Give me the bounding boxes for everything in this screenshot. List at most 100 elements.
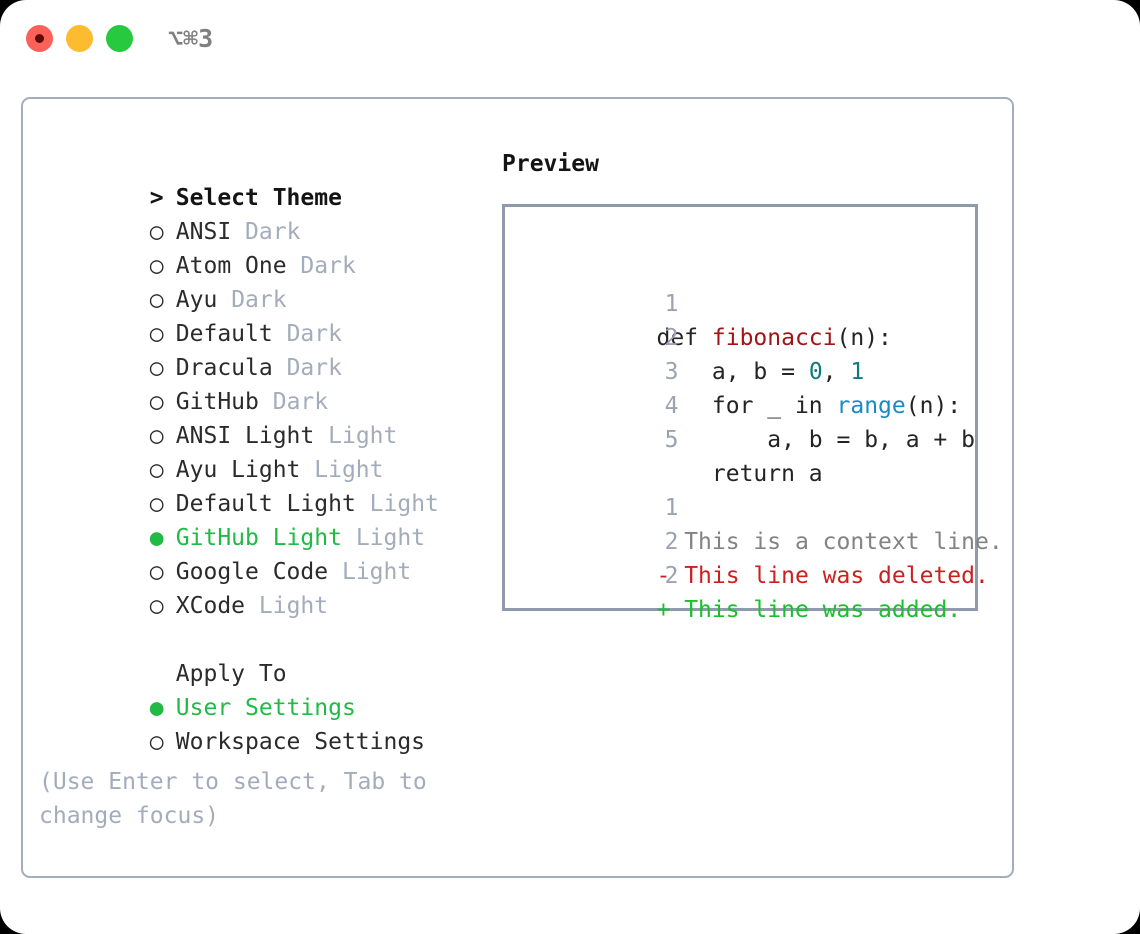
code-line: 2 a, b = 0, 1 (518, 287, 969, 385)
theme-label: Default Light (175, 491, 356, 517)
cursor-caret-icon: > (149, 185, 164, 211)
radio-unselected-icon[interactable]: ○ (149, 423, 164, 449)
theme-selector-list: >Select Theme ○ANSI Dark ○Atom One Dark … (39, 147, 489, 755)
theme-label: GitHub (175, 389, 259, 415)
preview-section: Preview (502, 147, 1002, 181)
line-number: 5 (664, 427, 679, 453)
diff-text: This line was added. (670, 597, 962, 623)
diff-marker: + (656, 597, 671, 623)
line-number: 1 (664, 495, 679, 521)
code-token: fibonacci (711, 325, 837, 351)
diff-line-deleted: 2 - This line was deleted. (518, 491, 988, 589)
line-number: 2 (664, 529, 679, 555)
code-token: range (836, 393, 906, 419)
maximize-window-button[interactable] (106, 25, 133, 52)
radio-unselected-icon[interactable]: ○ (149, 559, 164, 585)
theme-tag: Light (341, 559, 412, 585)
diff-text: This line was deleted. (670, 563, 989, 589)
radio-unselected-icon[interactable]: ○ (149, 389, 164, 415)
code-line: 4 a, b = b, a + b (518, 355, 975, 453)
theme-option-github-light[interactable]: ● GitHub Light Light (39, 487, 489, 551)
radio-unselected-icon[interactable]: ○ (149, 457, 164, 483)
theme-tag: Light (328, 423, 398, 449)
apply-to-option-workspace-settings[interactable]: ○ Workspace Settings (39, 691, 489, 755)
theme-label: XCode (175, 593, 246, 619)
theme-tag: Dark (231, 287, 287, 313)
theme-tag: Light (355, 525, 426, 551)
theme-tag: Dark (286, 355, 342, 381)
theme-option-default-light[interactable]: ○ Default Light Light (39, 453, 489, 517)
code-line: 1 def fibonacci(n): (518, 253, 969, 351)
minimize-window-button[interactable] (66, 25, 93, 52)
theme-label: Google Code (175, 559, 329, 585)
title-bar: ⌥⌘3 (0, 0, 1140, 78)
apply-to-label: User Settings (175, 695, 356, 721)
radio-unselected-icon[interactable]: ○ (149, 491, 164, 517)
theme-option-ansi-light[interactable]: ○ ANSI Light Light (39, 385, 489, 449)
theme-label: Default (175, 321, 273, 347)
radio-unselected-icon[interactable]: ○ (149, 729, 164, 755)
diff-text: This is a context line. (670, 529, 1003, 555)
radio-selected-icon[interactable]: ● (149, 695, 164, 721)
theme-label: ANSI (175, 219, 232, 245)
preview-header: Preview (502, 151, 599, 177)
theme-option-ayu-light[interactable]: ○ Ayu Light Light (39, 419, 489, 483)
radio-unselected-icon[interactable]: ○ (149, 287, 164, 313)
code-token: a, b = b, a + b (656, 427, 975, 453)
theme-tag: Light (258, 593, 329, 619)
radio-unselected-icon[interactable]: ○ (149, 593, 164, 619)
keyboard-hint-text: (Use Enter to select, Tab to change focu… (39, 769, 441, 829)
recording-indicator-dot (35, 34, 44, 43)
apply-to-label: Workspace Settings (175, 729, 426, 755)
code-token: a, b = (656, 359, 809, 385)
code-token: (n): (905, 393, 962, 419)
line-number: 3 (664, 359, 679, 385)
radio-selected-icon[interactable]: ● (149, 525, 164, 551)
code-preview-box: 1 def fibonacci(n): 2 a, b = 0, 1 3 for … (502, 204, 1003, 623)
theme-option-ayu-dark[interactable]: ○ Ayu Dark (39, 249, 489, 313)
theme-label: Dracula (175, 355, 273, 381)
radio-unselected-icon[interactable]: ○ (149, 355, 164, 381)
select-theme-title: Select Theme (175, 185, 342, 211)
theme-label: Atom One (175, 253, 287, 279)
apply-to-option-user-settings[interactable]: ● User Settings (39, 657, 489, 721)
radio-unselected-icon[interactable]: ○ (149, 253, 164, 279)
code-line: 3 for _ in range(n): (518, 321, 969, 419)
theme-option-dracula-dark[interactable]: ○ Dracula Dark (39, 317, 489, 381)
theme-option-xcode-light[interactable]: ○ XCode Light (39, 555, 489, 619)
keyboard-shortcut-label: ⌥⌘3 (168, 24, 214, 53)
theme-label: Ayu Light (175, 457, 301, 483)
code-token: 0 (808, 359, 823, 385)
code-line: 5 return a (518, 389, 969, 487)
theme-tag: Light (314, 457, 384, 483)
line-number: 2 (664, 325, 679, 351)
theme-tag: Dark (286, 321, 342, 347)
theme-option-google-code-light[interactable]: ○ Google Code Light (39, 521, 489, 585)
theme-tag: Dark (245, 219, 301, 245)
theme-option-default-dark[interactable]: ○ Default Dark (39, 283, 489, 347)
code-preview-content: 1 def fibonacci(n): 2 a, b = 0, 1 3 for … (518, 253, 1002, 623)
code-token: for _ in (656, 393, 837, 419)
spacer-marker: ○ (150, 657, 176, 691)
theme-option-ansi-dark[interactable]: ○ ANSI Dark (39, 181, 489, 245)
code-token: (n): (836, 325, 892, 351)
radio-unselected-icon[interactable]: ○ (149, 321, 164, 347)
line-number: 1 (664, 291, 679, 317)
code-token: 1 (850, 359, 865, 385)
theme-tag: Dark (300, 253, 356, 279)
theme-option-github-dark[interactable]: ○ GitHub Dark (39, 351, 489, 415)
apply-to-header: ○Apply To (39, 623, 489, 687)
theme-tag: Dark (272, 389, 329, 415)
code-token: , (822, 359, 851, 385)
line-number: 4 (664, 393, 679, 419)
theme-option-atom-one-dark[interactable]: ○ Atom One Dark (39, 215, 489, 279)
theme-label: Ayu (175, 287, 218, 313)
radio-unselected-icon[interactable]: ○ (149, 219, 164, 245)
code-token: def (656, 325, 712, 351)
theme-label: ANSI Light (175, 423, 315, 449)
diff-line-added: 2 + This line was added. (518, 525, 969, 623)
code-token: return a (656, 461, 823, 487)
theme-tag: Light (369, 491, 439, 517)
theme-label: GitHub Light (175, 525, 342, 551)
